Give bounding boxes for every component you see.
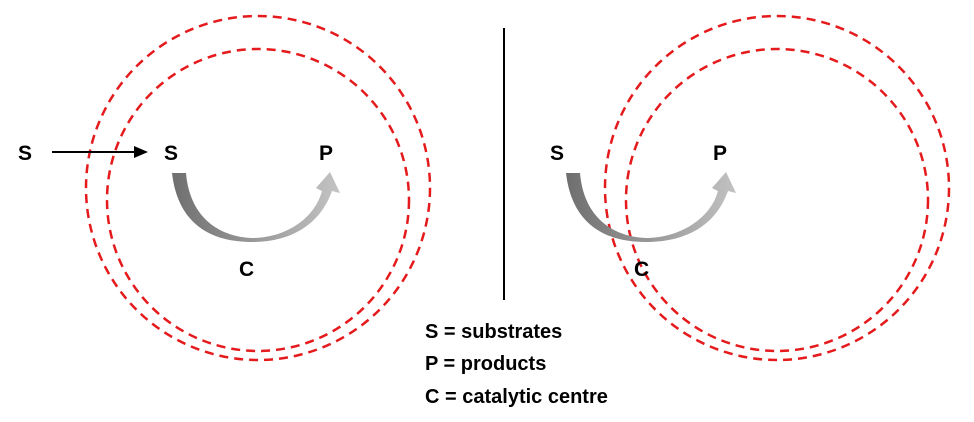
left-membrane bbox=[84, 14, 432, 362]
legend-item-products: P = products bbox=[425, 353, 546, 375]
left-centre-label: C bbox=[239, 258, 254, 281]
right-membrane-inner bbox=[624, 47, 930, 353]
legend-item-catalytic-centre: C = catalytic centre bbox=[425, 386, 608, 408]
left-product-label: P bbox=[319, 142, 333, 165]
left-external-substrate-label: S bbox=[18, 142, 32, 165]
left-reaction-arrow bbox=[172, 172, 340, 242]
left-substrate-label: S bbox=[164, 142, 178, 165]
left-membrane-outer bbox=[84, 14, 432, 362]
left-membrane-inner bbox=[105, 47, 411, 353]
right-centre-label: C bbox=[634, 258, 649, 281]
right-product-label: P bbox=[713, 142, 727, 165]
legend-item-substrates: S = substrates bbox=[425, 321, 562, 343]
legend: S = substrates P = products C = catalyti… bbox=[425, 321, 608, 408]
substrate-entry-arrow bbox=[52, 146, 148, 158]
right-reaction-arrow bbox=[566, 172, 736, 242]
right-substrate-label: S bbox=[550, 142, 564, 165]
right-membrane-outer bbox=[603, 14, 951, 362]
right-membrane bbox=[603, 14, 951, 362]
